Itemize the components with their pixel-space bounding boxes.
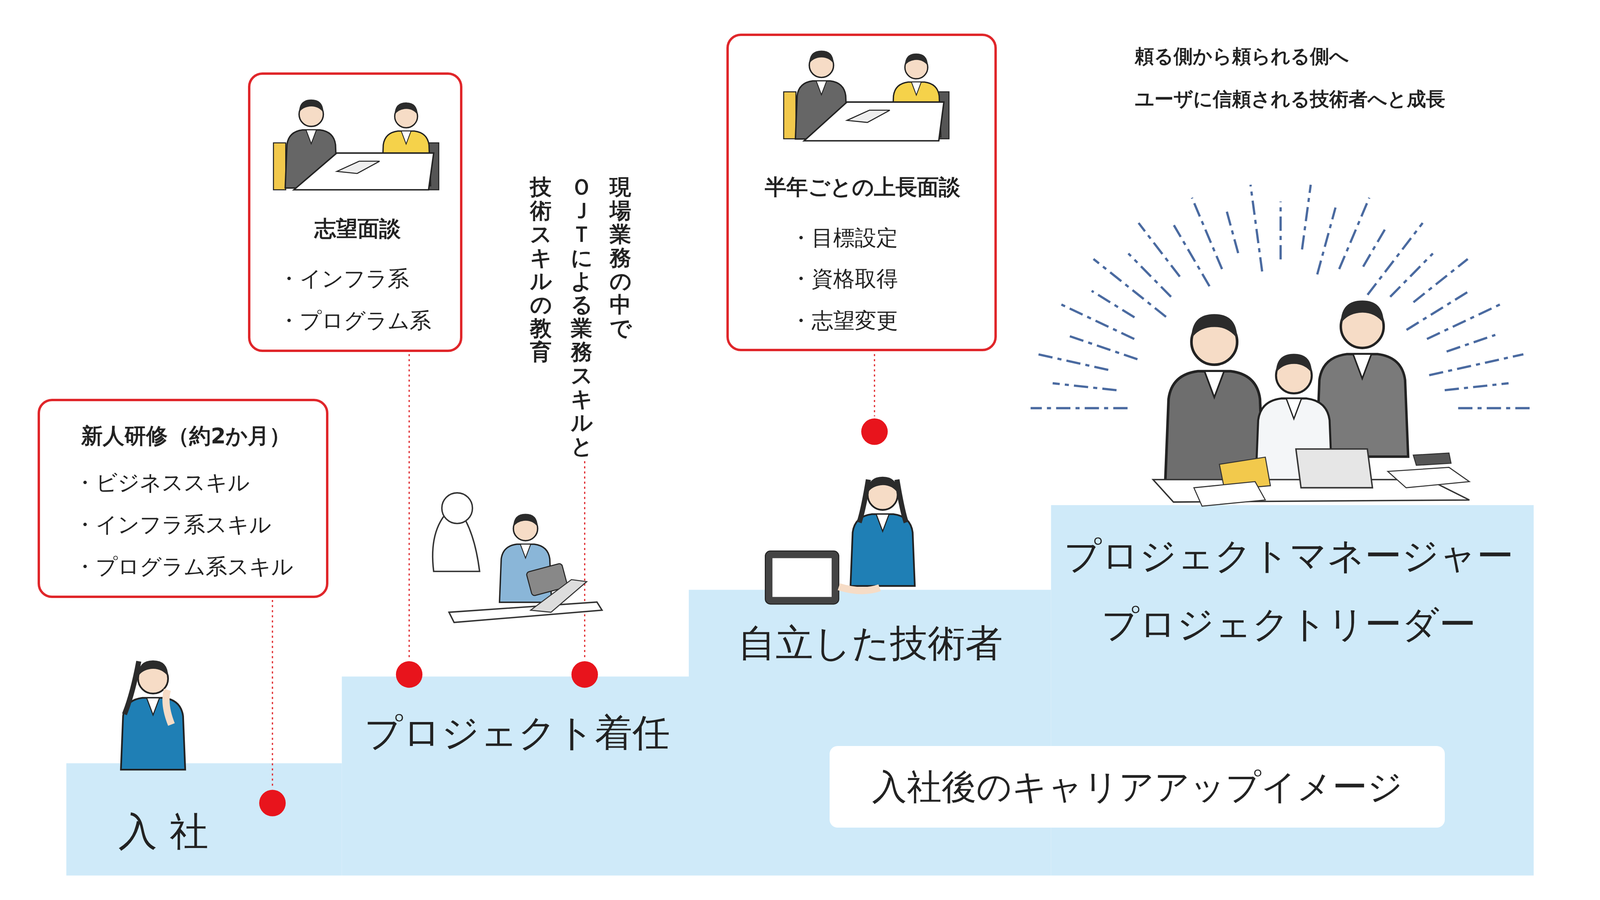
- illustration-part: [259, 789, 286, 816]
- ray-stroke: [1458, 407, 1531, 410]
- ray-stroke: [1363, 225, 1388, 267]
- ray-stroke: [1279, 201, 1282, 260]
- ray-stroke: [1339, 197, 1370, 269]
- label-text: 新人研修（約2か月）: [81, 423, 291, 449]
- label-text: ・志望変更: [790, 308, 898, 334]
- ray-stroke: [1446, 334, 1496, 352]
- vertical-note: 現場業務の中で: [609, 175, 632, 341]
- illustration-part: [396, 661, 423, 688]
- illustration-part: [294, 153, 434, 190]
- illustration-part: [120, 660, 186, 770]
- illustration-part: [874, 354, 876, 417]
- ray-stroke: [1367, 222, 1423, 295]
- label-text: ユーザに信頼される技術者へと成長: [1134, 87, 1446, 111]
- illustration-part: [783, 92, 796, 139]
- training-callout: 新人研修（約2か月） ・ビジネススキル・インフラ系スキル・プログラム系スキル: [37, 398, 329, 598]
- label-text: プロジェクトマネージャー: [1064, 534, 1514, 578]
- illustration-part: [765, 551, 839, 605]
- illustration-part: [584, 461, 586, 660]
- illustration-part: [861, 418, 888, 445]
- illustration-part: [571, 661, 598, 688]
- illustration-part: [838, 586, 880, 591]
- illustration-part: [124, 661, 139, 715]
- new-employee-figure: [120, 660, 186, 770]
- label-text: ・ビジネススキル: [74, 470, 250, 496]
- staircase: [66, 505, 1534, 876]
- illustration-part: [336, 161, 380, 174]
- label-text: ・資格取得: [790, 266, 898, 292]
- illustration-part: [272, 600, 274, 789]
- ray-stroke: [1426, 303, 1502, 340]
- illustration-part: [530, 579, 587, 613]
- label-text: 入 社: [118, 808, 209, 855]
- illustration-part: [688, 589, 1052, 876]
- ray-stroke: [1174, 225, 1210, 287]
- vertical-note: 技術スキルの教育: [530, 175, 552, 364]
- interview-illustration: [273, 99, 439, 190]
- ray-stroke: [1429, 354, 1524, 376]
- ray-stroke: [1091, 290, 1135, 318]
- ray-stroke: [1128, 253, 1172, 297]
- ray-stroke: [1225, 207, 1238, 254]
- ray-stroke: [1390, 253, 1434, 297]
- illustration-part: [1387, 467, 1470, 488]
- illustration-part: [442, 492, 473, 524]
- label-text: ・目標設定: [790, 225, 898, 251]
- ray-stroke: [1317, 207, 1336, 275]
- label-text: プロジェクト着任: [364, 710, 670, 756]
- illustration-part: [408, 354, 410, 660]
- ray-stroke: [1030, 407, 1128, 410]
- team-illustration: [1153, 300, 1470, 506]
- vertical-note: ＯＪＴによる業務スキルと: [570, 175, 593, 459]
- illustration-part: [342, 676, 689, 876]
- ojt-illustration: [432, 492, 602, 623]
- illustration-part: [448, 602, 602, 623]
- ray-stroke: [1302, 184, 1311, 250]
- title-box: 入社後のキャリアアップイメージ: [829, 746, 1445, 828]
- illustration-part: [166, 689, 172, 725]
- interview-illustration: [783, 50, 949, 141]
- interview-callout: 志望面談・インフラ系・プログラム系: [248, 72, 463, 352]
- label-text: 入社後のキャリアアップイメージ: [872, 766, 1403, 808]
- illustration-part: [1413, 453, 1451, 466]
- illustration-part: [846, 110, 890, 123]
- label-text: 志望面談: [314, 216, 401, 242]
- label-text: 頼る側から頼られる側へ: [1134, 44, 1349, 68]
- illustration-part: [66, 763, 342, 876]
- ray-stroke: [1444, 383, 1509, 390]
- label-text: ・インフラ系スキル: [74, 512, 272, 538]
- illustration-part: [1194, 481, 1266, 506]
- review-callout: 半年ごとの上長面談・目標設定・資格取得・志望変更: [726, 33, 997, 351]
- ray-stroke: [1093, 258, 1166, 317]
- career-step: プロジェクト着任: [342, 676, 689, 876]
- illustration-part: [859, 479, 906, 523]
- career-step: 自立した技術者: [688, 589, 1052, 876]
- ray-stroke: [1038, 354, 1109, 370]
- ray-stroke: [1250, 184, 1262, 272]
- ray-stroke: [1192, 197, 1222, 269]
- label-text: 自立した技術者: [738, 620, 1003, 666]
- illustration-part: [1296, 448, 1373, 488]
- label-text: プロジェクトリーダー: [1101, 602, 1476, 647]
- label-text: ・インフラ系: [278, 266, 410, 292]
- illustration-part: [772, 558, 832, 597]
- career-step: 入 社: [66, 763, 342, 876]
- illustration-part: [1165, 314, 1264, 481]
- ray-stroke: [1138, 222, 1180, 277]
- illustration-part: [804, 102, 944, 141]
- ray-stroke: [1066, 334, 1138, 360]
- illustration-part: [273, 142, 286, 190]
- ray-stroke: [1052, 383, 1117, 390]
- label-text: ・プログラム系: [278, 308, 432, 334]
- label-text: 半年ごとの上長面談: [764, 174, 961, 200]
- ray-stroke: [1059, 303, 1135, 340]
- milestone-dots: [259, 418, 888, 817]
- engineer-figure: [765, 476, 915, 604]
- illustration-part: [850, 476, 915, 586]
- label-text: ・プログラム系スキル: [74, 554, 294, 580]
